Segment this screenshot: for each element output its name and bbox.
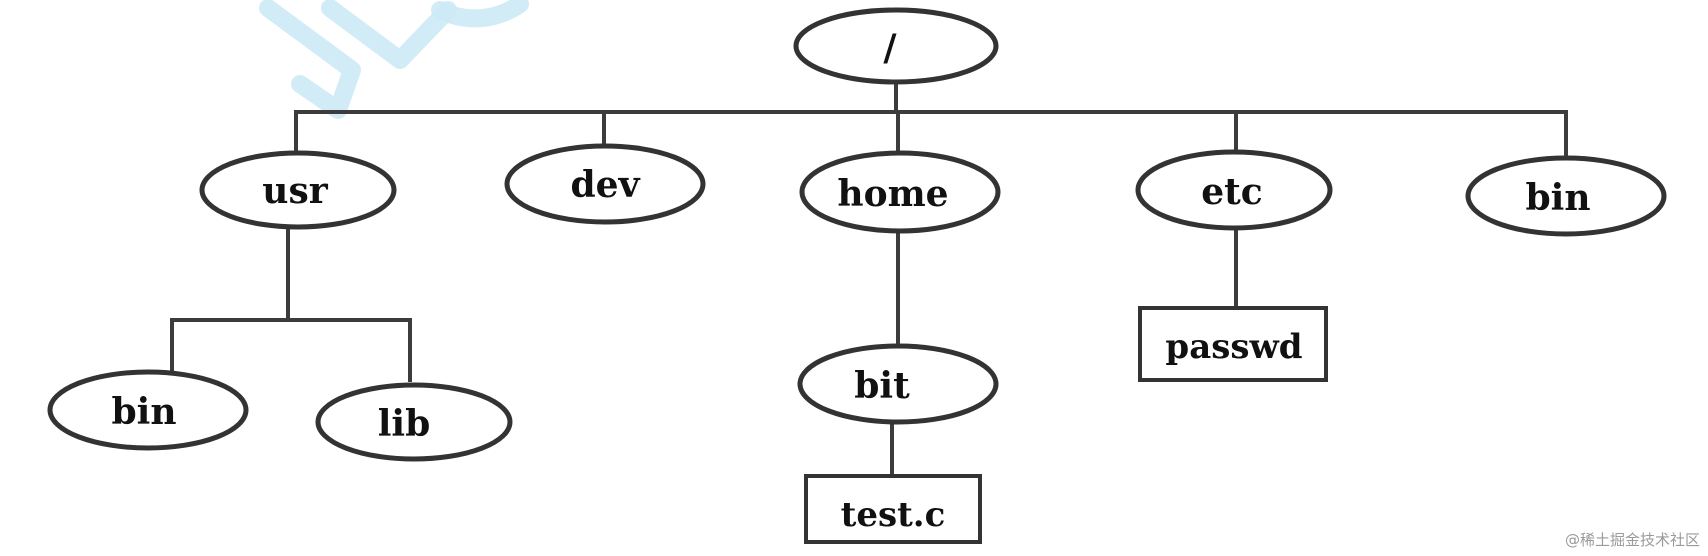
node-home: home <box>799 150 1001 234</box>
node-usr-label: usr <box>262 170 328 212</box>
node-usr-lib: lib <box>315 382 513 462</box>
node-root: / <box>793 7 999 85</box>
node-dev-label: dev <box>571 164 641 206</box>
node-home-bit-label: bit <box>854 365 910 407</box>
node-root-label: / <box>883 27 897 69</box>
node-usr-bin: bin <box>47 369 249 451</box>
source-credit: @稀土掘金技术社区 <box>1564 531 1700 549</box>
node-etc-label: etc <box>1201 171 1262 213</box>
node-etc: etc <box>1135 149 1333 231</box>
node-home-bit: bit <box>797 343 999 425</box>
node-bin-top: bin <box>1465 155 1667 237</box>
node-home-label: home <box>837 173 948 215</box>
node-usr-lib-label: lib <box>378 403 431 445</box>
node-bit-test: test.c <box>804 474 982 544</box>
node-bit-test-label: test.c <box>841 495 946 535</box>
tree-connectors <box>170 80 1568 480</box>
node-bin-top-label: bin <box>1525 177 1590 219</box>
node-etc-passwd: passwd <box>1138 306 1328 382</box>
watermark-logo <box>259 0 529 119</box>
node-dev: dev <box>504 143 706 225</box>
node-usr-bin-label: bin <box>111 391 176 433</box>
node-usr: usr <box>199 150 397 230</box>
node-etc-passwd-label: passwd <box>1165 327 1302 367</box>
